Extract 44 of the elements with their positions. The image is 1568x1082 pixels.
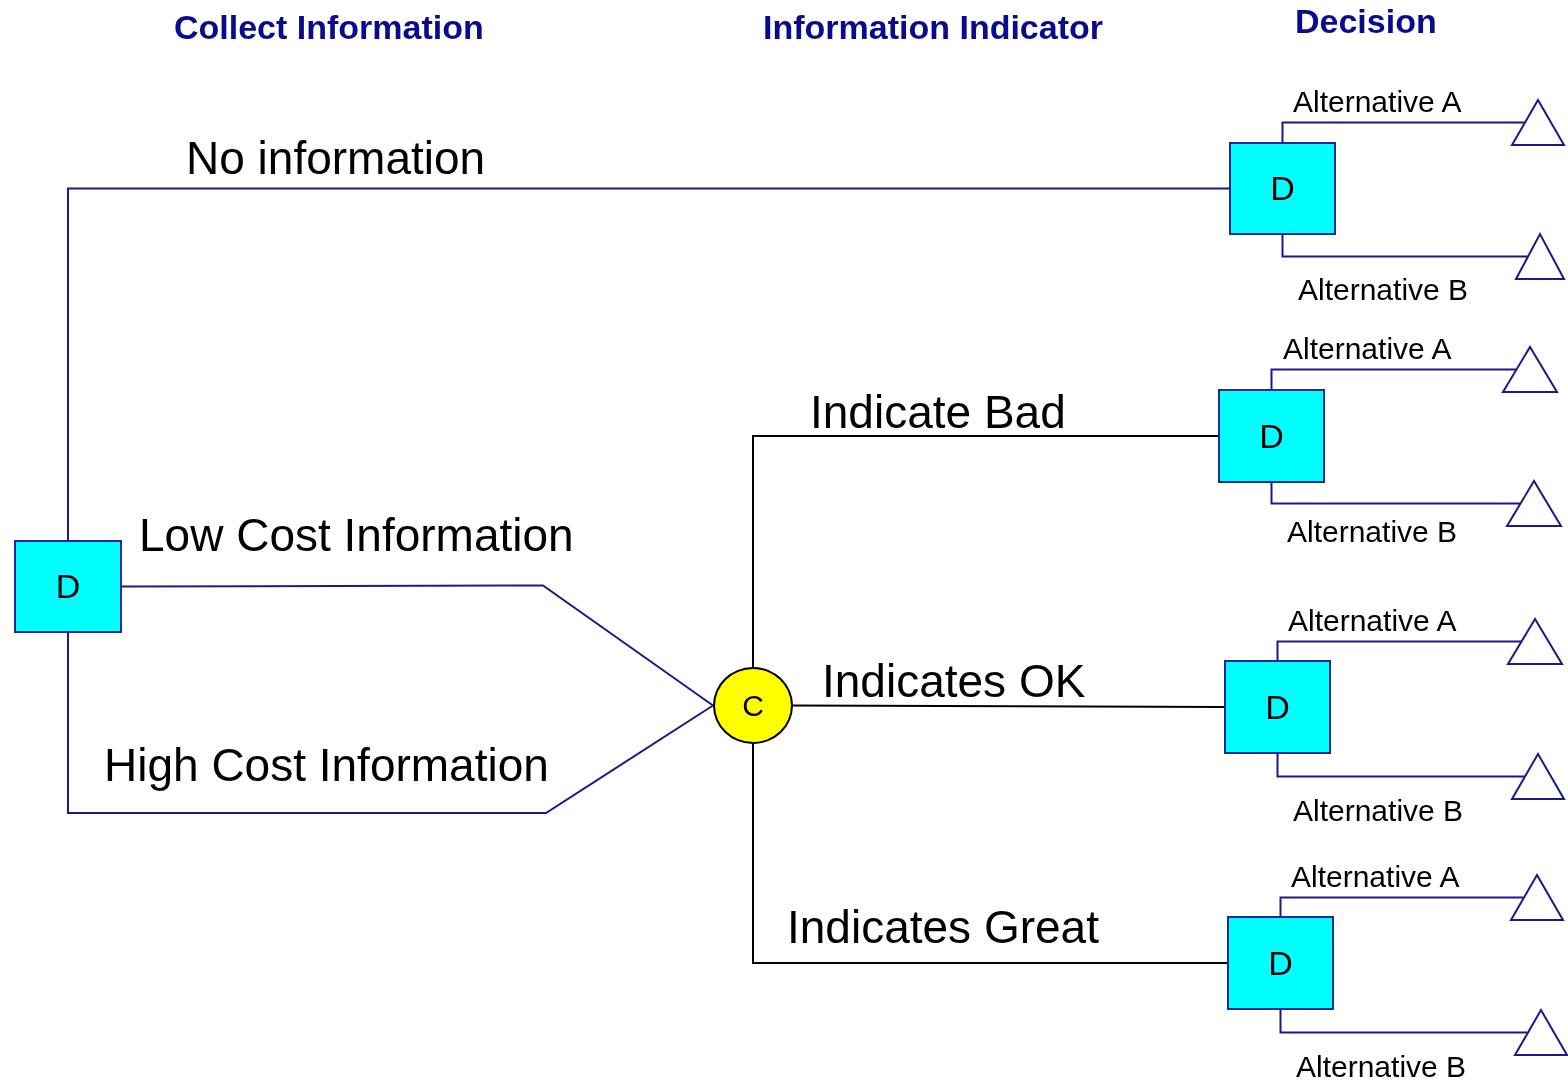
- decision-node-box: D: [1227, 916, 1334, 1010]
- edge-label: Alternative B: [1287, 517, 1458, 547]
- connector-line: [1276, 753, 1526, 778]
- connector-line: [1281, 234, 1529, 258]
- connector-line: [67, 632, 714, 814]
- edge-label: Alternative B: [1298, 275, 1469, 305]
- end-node-triangle: [1506, 480, 1562, 527]
- column-heading: Decision: [1295, 4, 1437, 38]
- connector-line: [1270, 482, 1521, 505]
- edge-label: Alternative B: [1296, 1052, 1467, 1082]
- decision-node-box: D: [1229, 142, 1336, 235]
- edge-label: Indicates Great: [787, 904, 1099, 950]
- edge-label: Low Cost Information: [139, 512, 574, 558]
- end-node-triangle: [1511, 753, 1565, 800]
- edge-label: Alternative A: [1293, 87, 1462, 117]
- connector-line: [1281, 121, 1526, 143]
- connector-line: [752, 435, 1219, 668]
- edge-label: Alternative B: [1293, 796, 1464, 826]
- connector-line: [792, 704, 1225, 708]
- edge-label: Indicate Bad: [810, 389, 1066, 435]
- end-node-triangle: [1502, 346, 1558, 393]
- end-node-triangle: [1507, 618, 1563, 665]
- end-node-triangle: [1515, 233, 1565, 280]
- decision-node-box: D: [14, 540, 122, 633]
- column-heading: Information Indicator: [763, 10, 1103, 44]
- edge-label: Alternative A: [1288, 606, 1457, 636]
- connector-line: [1279, 1009, 1529, 1034]
- end-node-triangle: [1510, 874, 1564, 921]
- connector-line: [1276, 640, 1522, 661]
- chance-node-circle: C: [713, 667, 793, 744]
- connector-line: [1270, 368, 1517, 390]
- edge-label: No information: [186, 135, 486, 181]
- decision-node-box: D: [1218, 389, 1325, 483]
- connector-line: [1279, 896, 1525, 917]
- connector-line: [67, 187, 1230, 541]
- edge-label: Alternative A: [1283, 334, 1452, 364]
- decision-node-box: D: [1224, 660, 1331, 754]
- end-node-triangle: [1514, 1009, 1568, 1056]
- edge-label: Alternative A: [1291, 862, 1460, 892]
- edge-label: Indicates OK: [822, 658, 1086, 704]
- column-heading: Collect Information: [174, 10, 484, 44]
- connector-line: [121, 584, 714, 707]
- end-node-triangle: [1511, 99, 1565, 146]
- connector-line: [752, 743, 1228, 964]
